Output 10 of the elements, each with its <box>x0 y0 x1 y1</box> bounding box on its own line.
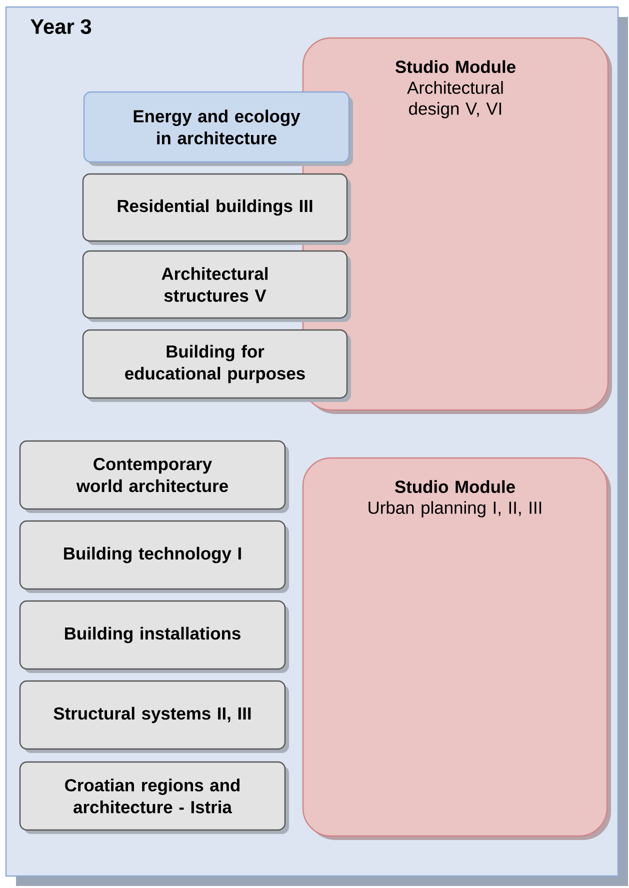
course-box: Structural systems II, III <box>19 680 289 753</box>
course-box: Energy and ecology in architecture <box>83 91 353 166</box>
course-box: Croatian regions and architecture - Istria <box>19 761 289 834</box>
course-box: Building for educational purposes <box>82 329 351 402</box>
course-box: Building installations <box>19 600 289 673</box>
studio-module-box: Studio Module Urban planning I, II, III <box>302 457 611 840</box>
course-box: Building technology I <box>19 520 289 593</box>
course-box: Architectural structures V <box>82 250 351 322</box>
course-box: Residential buildings III <box>82 173 351 245</box>
course-box: Contemporary world architecture <box>19 440 289 513</box>
